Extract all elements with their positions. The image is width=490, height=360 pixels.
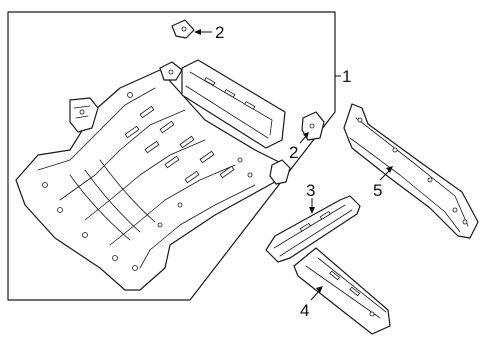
callout-1-label: 1 — [342, 67, 351, 86]
callout-4-label: 4 — [300, 301, 309, 320]
floor-pan-part — [15, 69, 286, 291]
crossmember-4-part — [293, 247, 391, 335]
crossmember-3-part — [265, 195, 361, 263]
callout-3-label: 3 — [306, 181, 315, 200]
callout-2-top-label: 2 — [215, 23, 224, 42]
callout-4: 4 — [300, 286, 323, 320]
rear-crossmember-part — [181, 59, 286, 149]
floor-clip-part — [269, 159, 291, 185]
callout-2-mid-label: 2 — [289, 143, 298, 162]
bracket-2-top-part — [171, 19, 195, 39]
left-bracket-part — [69, 97, 99, 133]
callout-2-top: 2 — [194, 23, 224, 42]
callout-5-label: 5 — [373, 181, 382, 200]
assembly-boundary — [7, 11, 341, 301]
callout-2-mid: 2 — [289, 132, 309, 162]
callout-3: 3 — [306, 181, 315, 214]
top-clip-part — [159, 61, 183, 81]
rail-5-part — [343, 103, 479, 239]
callout-5: 5 — [373, 166, 393, 200]
